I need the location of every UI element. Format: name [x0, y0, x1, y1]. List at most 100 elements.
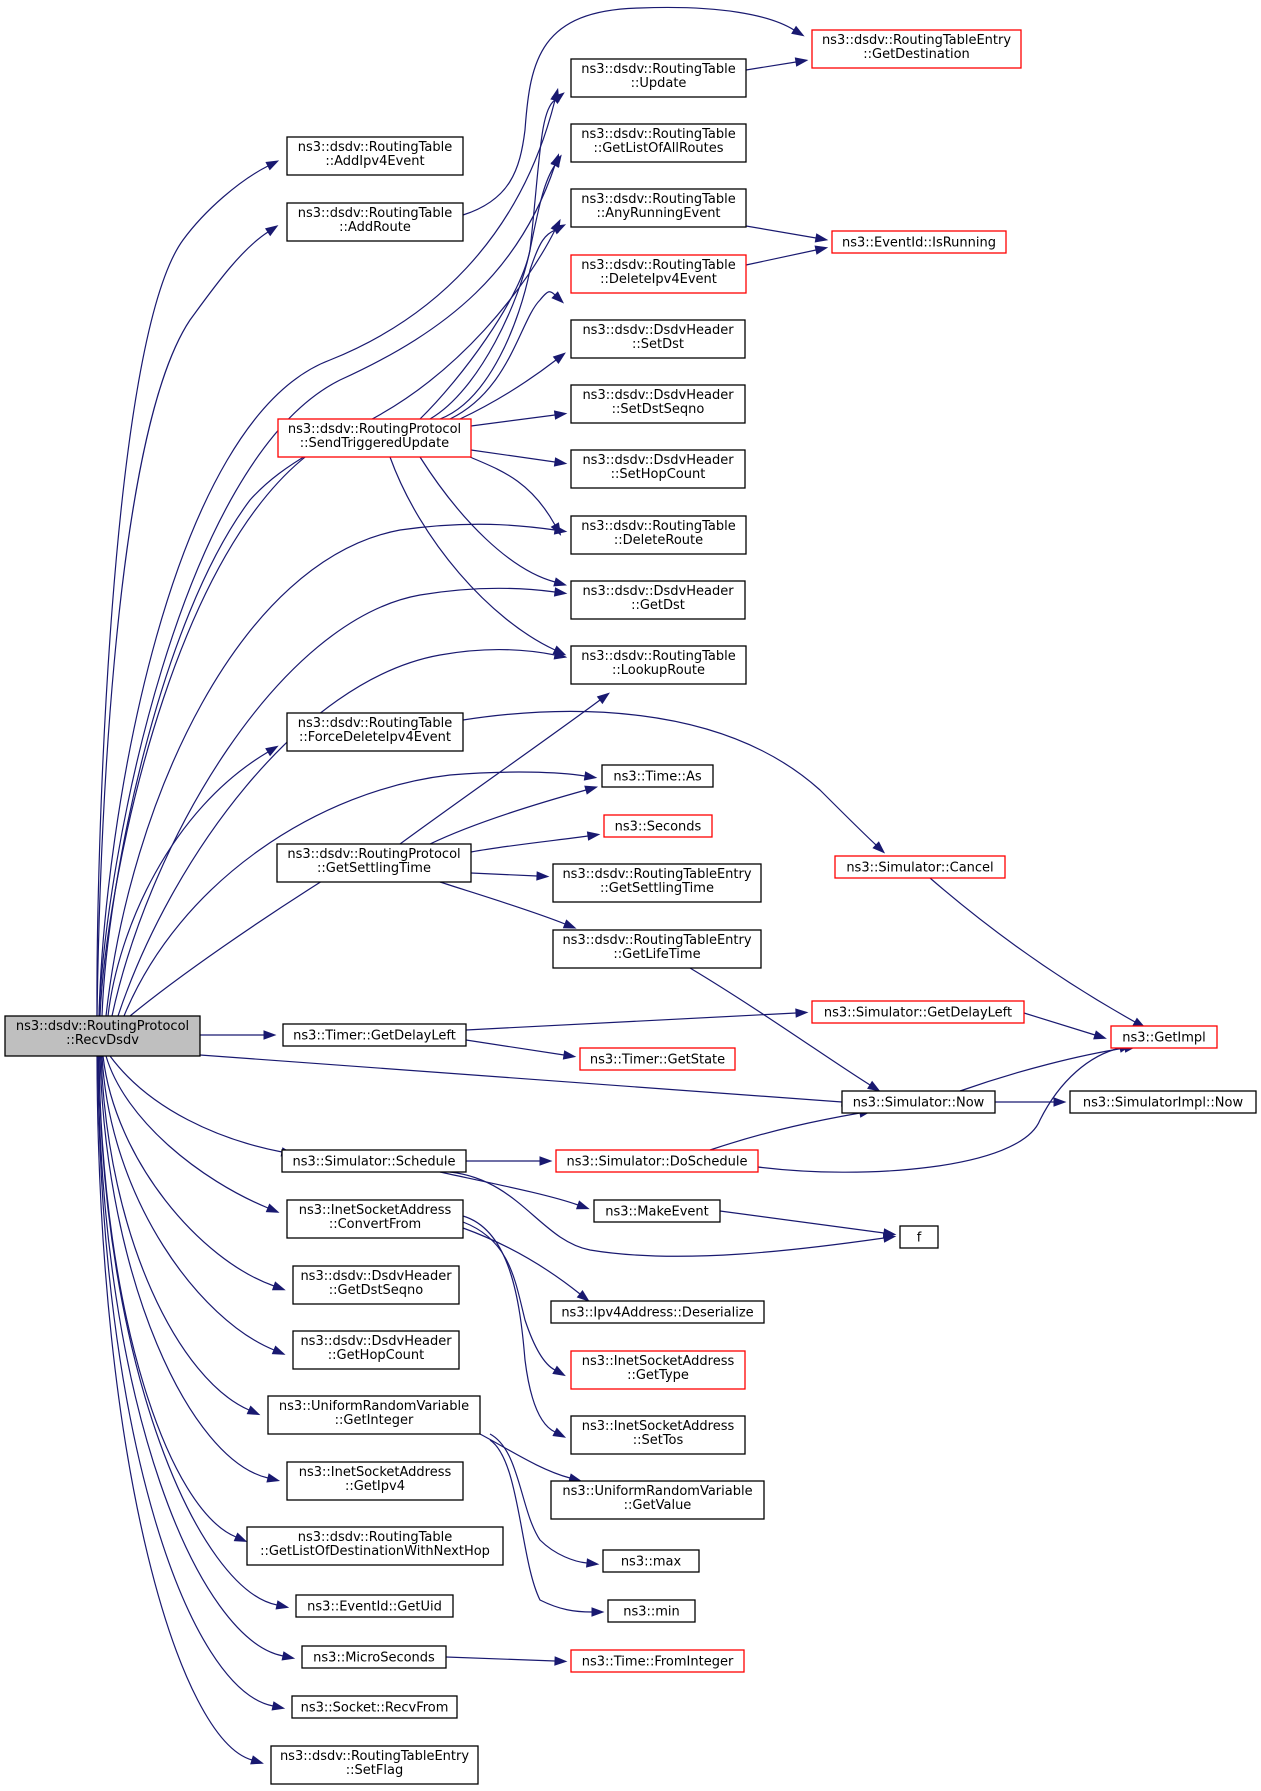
node-time-frominteger[interactable]: ns3::Time::FromInteger	[570, 1649, 745, 1673]
node-inet-getipv4[interactable]: ns3::InetSocketAddress::GetIpv4	[286, 1461, 464, 1501]
edge-inet-convert-to-ipv4-deserialize	[462, 1227, 581, 1295]
edge-urv-getinteger-to-max-arrowhead	[586, 1558, 600, 1568]
edge-root-to-rt-deleteroute	[105, 523, 556, 1017]
node-rt-getlistdest[interactable]: ns3::dsdv::RoutingTable::GetListOfDestin…	[246, 1526, 504, 1566]
node-timer-getdelay[interactable]: ns3::Timer::GetDelayLeft	[282, 1023, 467, 1047]
edge-root-to-socket-recvfrom-arrowhead	[271, 1701, 286, 1711]
edge-sendtriggered-to-rt-anyrunning-arrowhead	[552, 224, 567, 235]
node-label-line: ns3::dsdv::DsdvHeader	[582, 453, 734, 468]
node-rt-update[interactable]: ns3::dsdv::RoutingTable::Update	[570, 58, 747, 98]
edge-rt-update-to-rte-getdest-arrowhead	[794, 57, 809, 67]
edge-root-to-rt-anyrunning	[99, 229, 556, 1017]
node-label-line: ns3::InetSocketAddress	[582, 1419, 735, 1434]
edge-root-to-time-as	[123, 771, 586, 1017]
node-getimpl[interactable]: ns3::GetImpl	[1110, 1025, 1218, 1049]
node-box	[552, 863, 762, 903]
node-label-line: ::DeleteRoute	[614, 533, 703, 548]
edge-root-to-socket-recvfrom	[97, 1055, 274, 1707]
edge-makeevent-to-f-arrowhead	[882, 1228, 897, 1238]
node-box	[570, 1350, 746, 1390]
node-label-line: ns3::dsdv::RoutingTable	[581, 192, 736, 207]
node-box	[570, 1649, 745, 1673]
node-ipv4-deserialize[interactable]: ns3::Ipv4Address::Deserialize	[550, 1300, 765, 1324]
node-hdr-setdstseqno[interactable]: ns3::dsdv::DsdvHeader::SetDstSeqno	[570, 384, 746, 424]
node-box	[286, 1199, 464, 1239]
edge-root-to-hdr-gethopcount-arrowhead	[271, 1345, 286, 1355]
node-root[interactable]: ns3::dsdv::RoutingProtocol::RecvDsdv	[4, 1015, 201, 1057]
edge-addroute-to-rte-getdest-arrowhead	[791, 25, 805, 37]
node-simimpl-now[interactable]: ns3::SimulatorImpl::Now	[1069, 1090, 1257, 1114]
node-box	[301, 1645, 447, 1669]
node-timer-getstate[interactable]: ns3::Timer::GetState	[579, 1047, 736, 1071]
node-eventid-getuid[interactable]: ns3::EventId::GetUid	[295, 1594, 454, 1618]
node-urv-getinteger[interactable]: ns3::UniformRandomVariable::GetInteger	[267, 1395, 481, 1435]
node-sendtriggered[interactable]: ns3::dsdv::RoutingProtocol::SendTriggere…	[277, 418, 472, 458]
node-box	[570, 123, 747, 163]
node-hdr-gethopcount[interactable]: ns3::dsdv::DsdvHeader::GetHopCount	[292, 1330, 460, 1370]
node-f[interactable]: f	[899, 1225, 939, 1249]
node-forcedelete[interactable]: ns3::dsdv::RoutingTable::ForceDeleteIpv4…	[286, 712, 464, 752]
node-socket-recvfrom[interactable]: ns3::Socket::RecvFrom	[291, 1695, 458, 1719]
node-label-line: ::GetLifeTime	[613, 947, 700, 962]
edge-sendtriggered-to-hdr-sethopcount-arrowhead	[553, 457, 568, 467]
edge-root-to-inet-convert-arrowhead	[265, 1203, 280, 1213]
node-box	[834, 855, 1006, 879]
node-sim-getdelay[interactable]: ns3::Simulator::GetDelayLeft	[811, 1000, 1025, 1024]
node-rt-deleteipv4[interactable]: ns3::dsdv::RoutingTable::DeleteIpv4Event	[570, 254, 747, 294]
node-label-line: ::AddIpv4Event	[325, 154, 424, 169]
edge-getsettling-to-rte-getlifetime	[439, 881, 566, 925]
node-rt-lookup[interactable]: ns3::dsdv::RoutingTable::LookupRoute	[570, 645, 747, 685]
node-min[interactable]: ns3::min	[607, 1599, 696, 1623]
node-rte-getlifetime[interactable]: ns3::dsdv::RoutingTableEntry::GetLifeTim…	[552, 929, 762, 969]
node-inet-settos[interactable]: ns3::InetSocketAddress::SetTos	[570, 1415, 746, 1455]
edge-urv-getinteger-to-min	[489, 1439, 593, 1613]
node-box	[831, 230, 1007, 254]
edge-getsettling-to-time-as-arrowhead	[584, 785, 599, 795]
node-label-line: ns3::Simulator::GetDelayLeft	[824, 1006, 1012, 1021]
node-eventid-isrunning[interactable]: ns3::EventId::IsRunning	[831, 230, 1007, 254]
node-sim-now[interactable]: ns3::Simulator::Now	[841, 1090, 996, 1114]
node-hdr-getdstseqno[interactable]: ns3::dsdv::DsdvHeader::GetDstSeqno	[292, 1265, 460, 1305]
node-time-as[interactable]: ns3::Time::As	[601, 764, 714, 788]
node-urv-getvalue[interactable]: ns3::UniformRandomVariable::GetValue	[550, 1480, 765, 1520]
node-label-line: ns3::Simulator::DoSchedule	[566, 1155, 747, 1170]
edge-forcedelete-to-sim-cancel	[462, 710, 877, 846]
edge-getsettling-to-rte-getlifetime-arrowhead	[562, 919, 577, 929]
node-label-line: ::SetTos	[633, 1433, 684, 1448]
node-addroute[interactable]: ns3::dsdv::RoutingTable::AddRoute	[286, 202, 464, 242]
node-rte-getdest[interactable]: ns3::dsdv::RoutingTableEntry::GetDestina…	[811, 29, 1022, 69]
node-label-line: ns3::InetSocketAddress	[299, 1465, 452, 1480]
node-label-line: ::GetIpv4	[345, 1479, 405, 1494]
node-label-line: ns3::InetSocketAddress	[299, 1203, 452, 1218]
node-inet-gettype[interactable]: ns3::InetSocketAddress::GetType	[570, 1350, 746, 1390]
edge-inet-convert-to-inet-settos	[462, 1215, 556, 1433]
node-inet-convert[interactable]: ns3::InetSocketAddress::ConvertFrom	[286, 1199, 464, 1239]
node-addipv4event[interactable]: ns3::dsdv::RoutingTable::AddIpv4Event	[286, 136, 464, 176]
node-label-line: f	[917, 1231, 922, 1246]
node-label-line: ::GetHopCount	[328, 1348, 425, 1363]
node-hdr-sethopcount[interactable]: ns3::dsdv::DsdvHeader::SetHopCount	[570, 449, 746, 489]
node-label-line: ns3::dsdv::DsdvHeader	[582, 323, 734, 338]
node-makeevent[interactable]: ns3::MakeEvent	[593, 1199, 721, 1223]
node-rt-getlistall[interactable]: ns3::dsdv::RoutingTable::GetListOfAllRou…	[570, 123, 747, 163]
edge-rt-deleteipv4-to-eventid-isrunning	[745, 249, 817, 266]
node-sim-cancel[interactable]: ns3::Simulator::Cancel	[834, 855, 1006, 879]
node-box	[570, 449, 746, 489]
node-rt-anyrunning[interactable]: ns3::dsdv::RoutingTable::AnyRunningEvent	[570, 188, 747, 228]
node-hdr-getdst[interactable]: ns3::dsdv::DsdvHeader::GetDst	[570, 580, 746, 620]
edge-root-to-rte-setflag	[96, 1055, 253, 1761]
node-seconds[interactable]: ns3::Seconds	[603, 814, 713, 838]
node-microseconds[interactable]: ns3::MicroSeconds	[301, 1645, 447, 1669]
node-max[interactable]: ns3::max	[602, 1549, 700, 1573]
node-hdr-setdst[interactable]: ns3::dsdv::DsdvHeader::SetDst	[570, 319, 746, 359]
node-rt-deleteroute[interactable]: ns3::dsdv::RoutingTable::DeleteRoute	[570, 515, 747, 555]
node-box	[552, 929, 762, 969]
node-rte-getsettling[interactable]: ns3::dsdv::RoutingTableEntry::GetSettlin…	[552, 863, 762, 903]
node-sim-schedule[interactable]: ns3::Simulator::Schedule	[281, 1149, 467, 1173]
node-rte-setflag[interactable]: ns3::dsdv::RoutingTableEntry::SetFlag	[270, 1745, 479, 1785]
edge-rte-getlifetime-to-sim-now	[689, 967, 871, 1086]
edge-sim-schedule-to-f	[449, 1171, 885, 1257]
node-getsettling[interactable]: ns3::dsdv::RoutingProtocol::GetSettlingT…	[276, 843, 472, 883]
node-sim-doschedule[interactable]: ns3::Simulator::DoSchedule	[555, 1149, 759, 1173]
edge-root-to-forcedelete-arrowhead	[265, 745, 279, 757]
